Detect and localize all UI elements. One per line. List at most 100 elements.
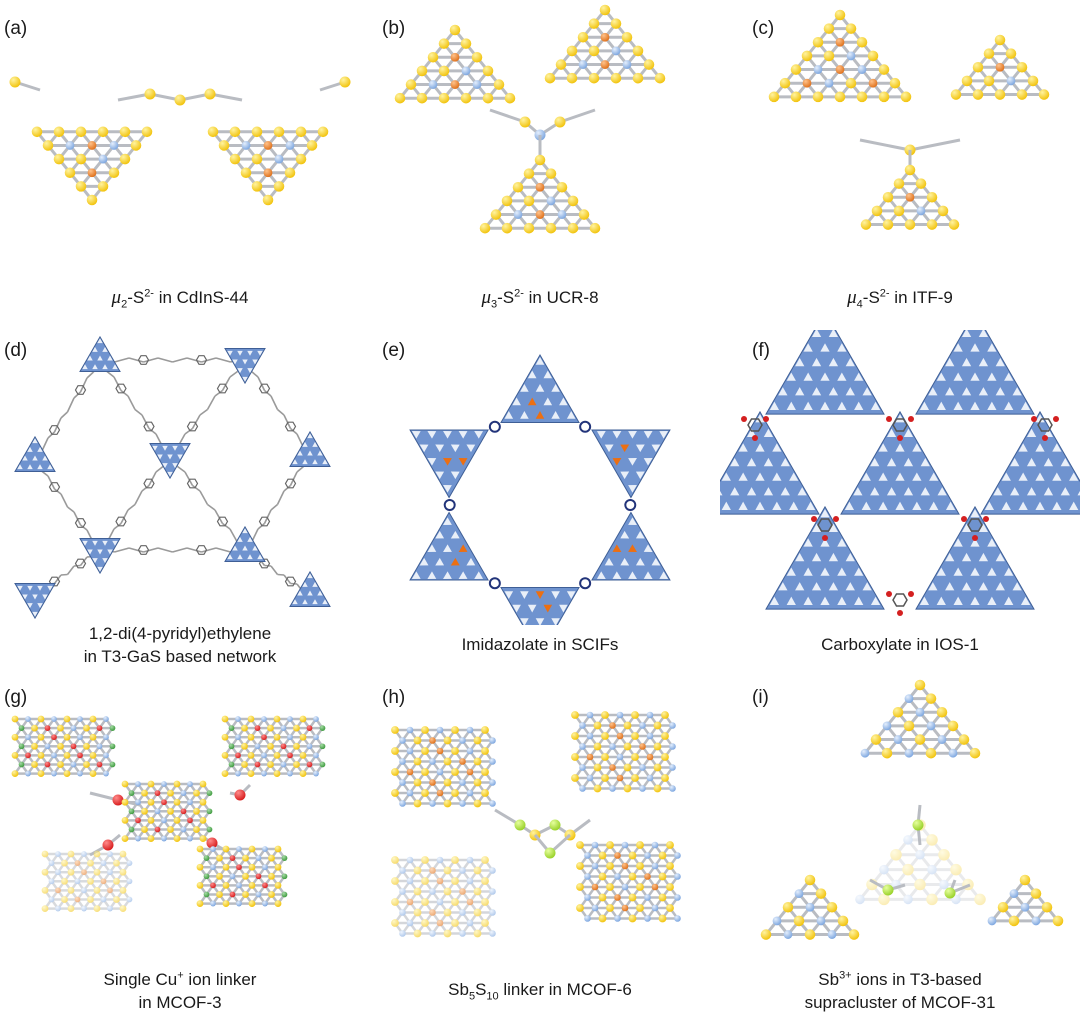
facet	[878, 501, 888, 511]
linker-bond	[60, 411, 69, 419]
sulfur-atom	[915, 178, 927, 189]
cu-linker	[229, 783, 252, 801]
facet	[450, 557, 460, 566]
facet	[242, 545, 248, 551]
panel-e: (e) Imidazolate in SCIFs	[360, 330, 720, 660]
metal-atom	[466, 747, 474, 755]
facet	[786, 596, 796, 606]
metal-atom	[399, 737, 406, 744]
metal-atom	[406, 877, 414, 885]
sulfur-atom	[871, 205, 883, 217]
indium-atom	[614, 894, 621, 901]
facet	[450, 530, 460, 539]
sulfur-atom	[623, 742, 632, 751]
facet	[32, 455, 38, 461]
metal-atom	[651, 841, 659, 849]
linker-bond	[47, 475, 56, 490]
metal-atom	[107, 869, 113, 876]
sulfur-atom	[878, 91, 890, 103]
linker-bond	[296, 465, 305, 473]
facet	[1035, 501, 1045, 511]
sulfur-atom	[443, 736, 452, 745]
metal-atom	[489, 800, 496, 807]
facet	[730, 457, 740, 467]
sulfur-atom	[11, 733, 19, 741]
facet	[978, 523, 989, 533]
caption-line: in T3-GaS based network	[0, 645, 360, 668]
sulfur-atom	[251, 126, 263, 138]
metal-atom	[436, 898, 444, 906]
caption-a: μ2-S2- in CdInS-44	[0, 286, 360, 310]
sulfur-atom	[391, 898, 399, 906]
sulfur-atom	[636, 841, 644, 849]
caption-text: 1,2-di(4-pyridyl)ethylene	[88, 624, 272, 643]
ios-supertetrahedron	[840, 410, 960, 515]
imidazolate-linker	[488, 577, 501, 590]
pyridyl-ring	[216, 516, 229, 527]
facet	[604, 557, 614, 566]
tetrahedron-face	[500, 586, 580, 625]
metal-atom	[235, 716, 241, 722]
facet	[102, 346, 108, 352]
metal-atom	[937, 735, 947, 744]
bond	[559, 108, 596, 124]
facet	[970, 343, 980, 352]
linker-bond	[283, 414, 292, 429]
metal-atom	[313, 752, 319, 759]
facet	[297, 450, 303, 456]
metal-atom	[674, 852, 681, 859]
sulfur-atom	[421, 898, 429, 906]
facet	[635, 530, 645, 539]
sulfur-atom	[926, 893, 938, 906]
sulfur-atom	[41, 887, 49, 894]
facet	[936, 596, 946, 606]
facet	[1012, 582, 1022, 591]
sulfur-atom	[61, 877, 68, 885]
facet	[307, 433, 313, 439]
carboxylate-oxygen	[741, 416, 747, 422]
linker-bond	[229, 370, 238, 378]
sulfur-atom	[391, 747, 399, 755]
facet	[1018, 443, 1028, 452]
antimony-atom	[514, 819, 526, 831]
metal-atom	[461, 66, 471, 76]
mcof3-cluster-lower-left	[41, 850, 133, 912]
caption-b: μ3-S2- in UCR-8	[360, 286, 720, 310]
indium-atom	[591, 883, 599, 891]
facet	[820, 372, 830, 381]
metal-atom	[81, 905, 87, 912]
facet	[837, 567, 847, 576]
sulfur-atom	[653, 763, 662, 772]
linker-bond	[53, 417, 62, 433]
facet	[886, 457, 897, 467]
sulfur-atom	[41, 868, 49, 876]
facet	[937, 487, 947, 496]
indium-atom	[995, 62, 1005, 72]
sulfur-atom	[11, 715, 19, 723]
linker-bond	[54, 488, 62, 495]
indium-atom	[429, 909, 436, 916]
facet	[721, 501, 731, 511]
metal-atom	[827, 930, 837, 939]
sulfur-atom	[606, 883, 614, 891]
green-atom	[109, 743, 116, 750]
panel-letter-c: (c)	[752, 18, 775, 39]
green-atom	[319, 743, 326, 750]
facet	[152, 445, 158, 451]
copper-atom	[306, 761, 313, 768]
facet	[97, 338, 103, 344]
facet	[862, 582, 872, 591]
linker-bond	[114, 547, 130, 553]
metal-atom	[893, 735, 903, 744]
facet	[237, 350, 243, 356]
indium-atom	[905, 192, 915, 202]
facet	[1026, 487, 1037, 496]
facet	[811, 357, 822, 367]
green-atom	[228, 761, 235, 768]
indium-atom	[436, 877, 444, 885]
facet	[559, 604, 568, 613]
metal-atom	[987, 916, 997, 926]
imidazolate-linker	[624, 499, 637, 511]
